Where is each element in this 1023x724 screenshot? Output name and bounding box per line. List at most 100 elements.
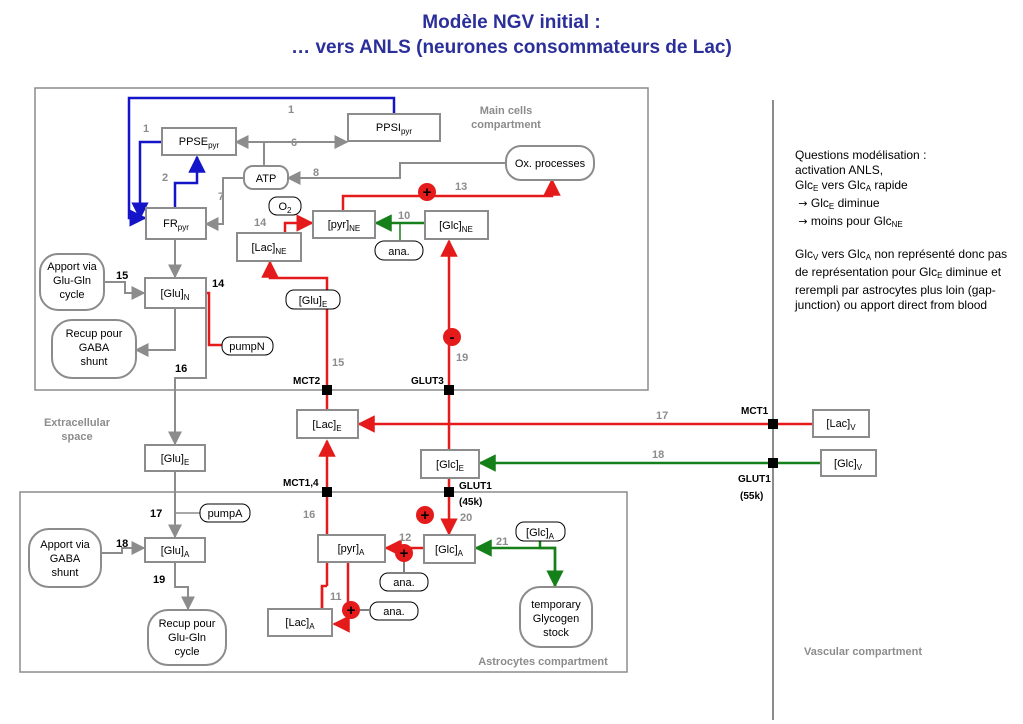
node-glu-e: [Glu]E (144, 444, 206, 472)
svg-text:PPSIpyr: PPSIpyr (376, 122, 413, 136)
label-glut1-v: GLUT1 (738, 474, 771, 485)
edge-glun-glue (168, 293, 207, 446)
svg-text:[pyr]NE: [pyr]NE (328, 219, 361, 233)
activation-marker-20 (416, 506, 434, 524)
rnum-17b: 17 (150, 508, 162, 520)
svg-text:stock: stock (543, 627, 569, 639)
edge-ox-atp (286, 162, 506, 185)
note-line-3: GlcE vers GlcA rapide (795, 178, 908, 193)
node-ana-a1: ana. (379, 572, 429, 592)
rnum-2: 2 (162, 172, 168, 184)
note-paragraph-2: GlcV vers GlcA non représenté donc pas d… (795, 247, 1008, 312)
rnum-15b: 15 (332, 357, 344, 369)
svg-text:ana.: ana. (388, 246, 409, 258)
rnum-19a: 19 (456, 352, 468, 364)
node-glc-v: [Glc]V (820, 449, 877, 477)
note-line-2: activation ANLS, (795, 163, 884, 177)
svg-text:O2: O2 (278, 201, 292, 215)
title-line-2: … vers ANLS (neurones consommateurs de L… (291, 37, 732, 58)
edge-lacne-pyrne (283, 214, 314, 232)
svg-text:Glu-Gln: Glu-Gln (53, 275, 91, 287)
edge-lace-lacne (261, 260, 329, 409)
transporter-glut3 (444, 385, 454, 395)
label-glut1-a: GLUT1 (459, 481, 492, 492)
rnum-8: 8 (313, 167, 319, 179)
svg-text:[Lac]A: [Lac]A (285, 617, 315, 631)
svg-text:[Glc]A: [Glc]A (526, 527, 555, 541)
node-pyr-a: [pyr]A (317, 534, 386, 563)
label-mct14: MCT1,4 (283, 478, 319, 489)
node-glc-a: [Glc]A (423, 534, 476, 564)
rnum-10: 10 (398, 210, 410, 222)
svg-text:Recup pour: Recup pour (159, 618, 216, 630)
node-glu-a: [Glu]A (144, 537, 206, 563)
label-glut1-v-k: (55k) (740, 491, 763, 502)
activation-marker-11 (342, 601, 360, 619)
node-glycogen: temporary Glycogen stock (519, 586, 593, 648)
svg-text:ana.: ana. (393, 577, 414, 589)
extracellular-label-2: space (61, 431, 92, 443)
svg-text:[Glu]E: [Glu]E (299, 295, 328, 309)
rnum-17a: 17 (656, 410, 668, 422)
slide-title: Modèle NGV initial : … vers ANLS (neuron… (0, 10, 1023, 60)
transporter-mct14 (322, 487, 332, 497)
rnum-18b: 18 (116, 538, 128, 550)
node-atp: ATP (243, 165, 289, 190)
label-mct1-v: MCT1 (741, 406, 769, 417)
svg-text:Glu-Gln: Glu-Gln (168, 632, 206, 644)
rnum-1a: 1 (288, 104, 294, 116)
transporter-glut1-a (444, 487, 454, 497)
inhibition-marker-19 (443, 328, 461, 346)
extracellular-label: Extracellular (44, 417, 111, 429)
node-ox-processes: Ox. processes (505, 145, 595, 181)
edge-glua-recup (174, 561, 195, 611)
node-fr: FRpyr (145, 207, 207, 240)
node-pyr-ne: [pyr]NE (312, 210, 376, 239)
node-apport-glu-gln: Apport via Glu-Gln cycle (39, 253, 105, 311)
svg-text:[Glc]E: [Glc]E (436, 459, 464, 473)
node-glu-n: [Glu]N (144, 277, 207, 309)
edge-ppse-fr (131, 140, 161, 220)
svg-text:GABA: GABA (79, 342, 110, 354)
edge-glycogen-glca (474, 539, 557, 587)
svg-text:Glycogen: Glycogen (533, 613, 579, 625)
svg-text:[pyr]A: [pyr]A (338, 543, 365, 557)
edge-apport-glun (103, 281, 146, 300)
svg-text:cycle: cycle (174, 646, 199, 658)
svg-text:[Lac]NE: [Lac]NE (252, 242, 287, 256)
svg-text:pumpN: pumpN (229, 341, 265, 353)
node-apport-gaba: Apport via GABA shunt (28, 528, 102, 588)
title-line-1: Modèle NGV initial : (422, 12, 601, 33)
node-lac-e: [Lac]E (296, 409, 359, 439)
main-cells-label: Main cells (480, 105, 533, 117)
astrocytes-compartment-label: Astrocytes compartment (478, 656, 608, 668)
rnum-12: 12 (399, 532, 411, 544)
svg-text:Recup pour: Recup pour (66, 328, 123, 340)
svg-text:Apport via: Apport via (47, 261, 97, 273)
edge-apport-glua (101, 541, 146, 555)
node-o2: O2 (268, 196, 302, 216)
rnum-14b: 14 (212, 278, 225, 290)
main-cells-label-2: compartment (471, 119, 541, 131)
rnum-13: 13 (455, 181, 467, 193)
svg-text:Apport via: Apport via (40, 539, 90, 551)
svg-text:[Lac]V: [Lac]V (826, 418, 856, 432)
node-lac-a: [Lac]A (267, 608, 333, 637)
node-lac-v: [Lac]V (812, 409, 870, 438)
rnum-21: 21 (496, 536, 508, 548)
svg-text:ATP: ATP (256, 173, 277, 185)
plus-12: + (400, 545, 409, 562)
svg-text:Ox. processes: Ox. processes (515, 158, 586, 170)
svg-text:[Glc]V: [Glc]V (834, 458, 863, 472)
node-pumpa: pumpA (199, 503, 251, 523)
node-glc-e: [Glc]E (420, 449, 480, 479)
svg-text:temporary: temporary (531, 599, 581, 611)
rnum-20: 20 (460, 512, 472, 524)
rnum-19b: 19 (153, 574, 165, 586)
label-mct2: MCT2 (293, 376, 321, 387)
minus-19: - (450, 329, 455, 346)
rnum-7: 7 (218, 191, 224, 203)
node-lac-ne: [Lac]NE (236, 232, 302, 262)
edge-glun-recup (134, 309, 176, 357)
